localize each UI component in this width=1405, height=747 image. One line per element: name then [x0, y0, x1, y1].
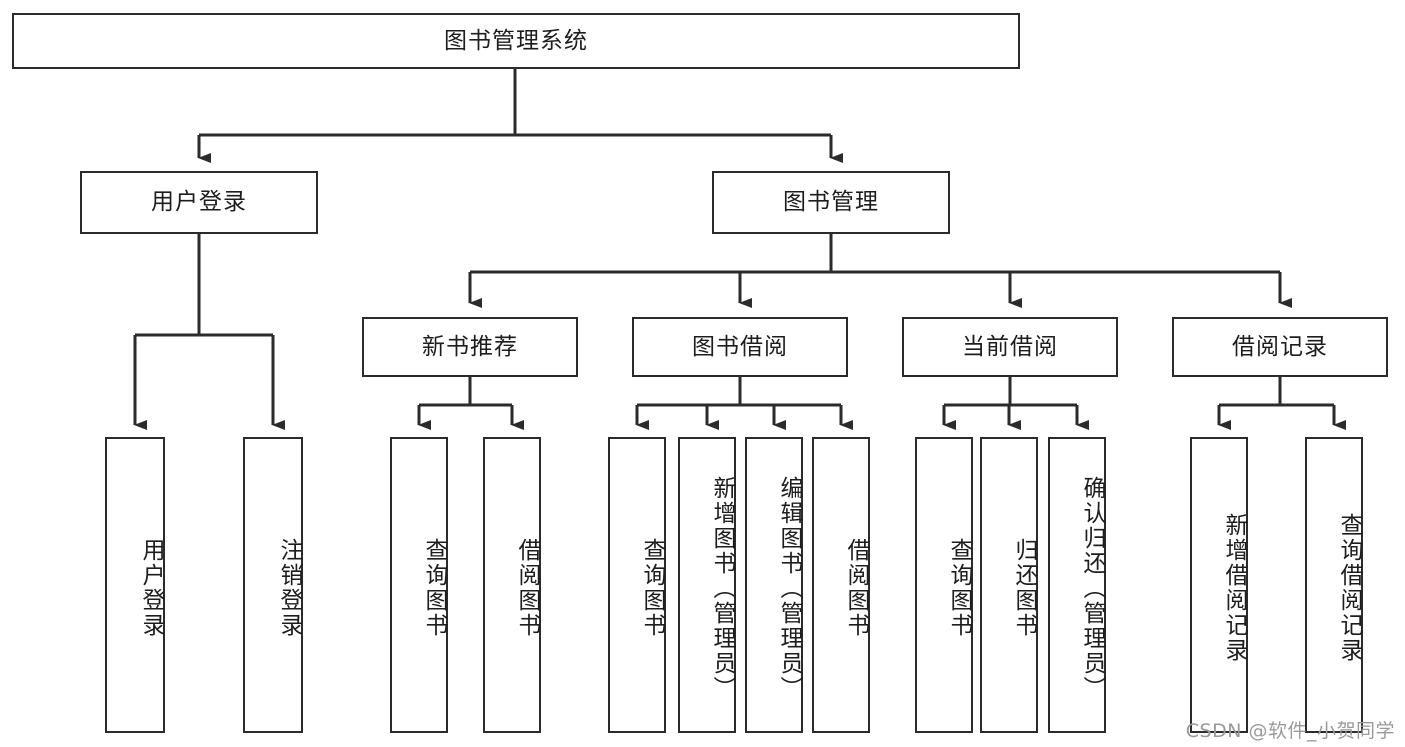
- leaf-add-borrow-record[interactable]: 新增借阅记录: [1190, 437, 1248, 733]
- node-label: 新增借阅记录: [1221, 513, 1247, 663]
- node-label: 借阅记录: [1232, 333, 1328, 360]
- node-label: 图书管理系统: [444, 27, 588, 54]
- node-label: 图书借阅: [692, 333, 788, 360]
- node-label: 当前借阅: [962, 333, 1058, 360]
- leaf-edit-book-admin[interactable]: 编辑图书（管理员）: [745, 437, 803, 733]
- node-label: 借阅图书: [843, 538, 869, 638]
- leaf-confirm-return-admin[interactable]: 确认归还（管理员）: [1048, 437, 1106, 733]
- leaf-borrow-book[interactable]: 借阅图书: [812, 437, 870, 733]
- node-label: 查询借阅记录: [1336, 513, 1362, 663]
- node-new-book-recommend[interactable]: 新书推荐: [362, 317, 578, 377]
- node-label: 查询图书: [946, 538, 972, 638]
- node-label: 查询图书: [639, 538, 665, 638]
- leaf-user-login[interactable]: 用户登录: [105, 437, 165, 733]
- node-label: 图书管理: [783, 189, 879, 215]
- leaf-return-book[interactable]: 归还图书: [980, 437, 1038, 733]
- node-label: 注销登录: [276, 538, 302, 638]
- leaf-logout-login[interactable]: 注销登录: [243, 437, 303, 733]
- node-current-borrow[interactable]: 当前借阅: [902, 317, 1118, 377]
- leaf-add-book-admin[interactable]: 新增图书（管理员）: [678, 437, 736, 733]
- node-label: 新书推荐: [422, 333, 518, 360]
- node-label: 借阅图书: [514, 538, 540, 638]
- node-label: 用户登录: [151, 189, 247, 215]
- leaf-query-book-borrow[interactable]: 查询图书: [608, 437, 666, 733]
- leaf-query-book-current[interactable]: 查询图书: [915, 437, 973, 733]
- node-label: 新增图书（管理员）: [709, 475, 735, 701]
- node-label: 查询图书: [421, 538, 447, 638]
- node-book-borrow[interactable]: 图书借阅: [632, 317, 848, 377]
- node-borrow-record[interactable]: 借阅记录: [1172, 317, 1388, 377]
- node-label: 确认归还（管理员）: [1079, 475, 1105, 701]
- node-book-management[interactable]: 图书管理: [712, 171, 950, 234]
- node-root[interactable]: 图书管理系统: [12, 13, 1020, 69]
- node-label: 用户登录: [138, 538, 164, 638]
- node-label: 归还图书: [1011, 538, 1037, 638]
- leaf-query-book-recommend[interactable]: 查询图书: [390, 437, 448, 733]
- leaf-query-borrow-record[interactable]: 查询借阅记录: [1305, 437, 1363, 733]
- node-label: 编辑图书（管理员）: [776, 475, 802, 701]
- watermark-text: CSDN @软件_小贺同学: [1185, 720, 1395, 742]
- node-user-login[interactable]: 用户登录: [80, 171, 318, 234]
- leaf-borrow-book-recommend[interactable]: 借阅图书: [483, 437, 541, 733]
